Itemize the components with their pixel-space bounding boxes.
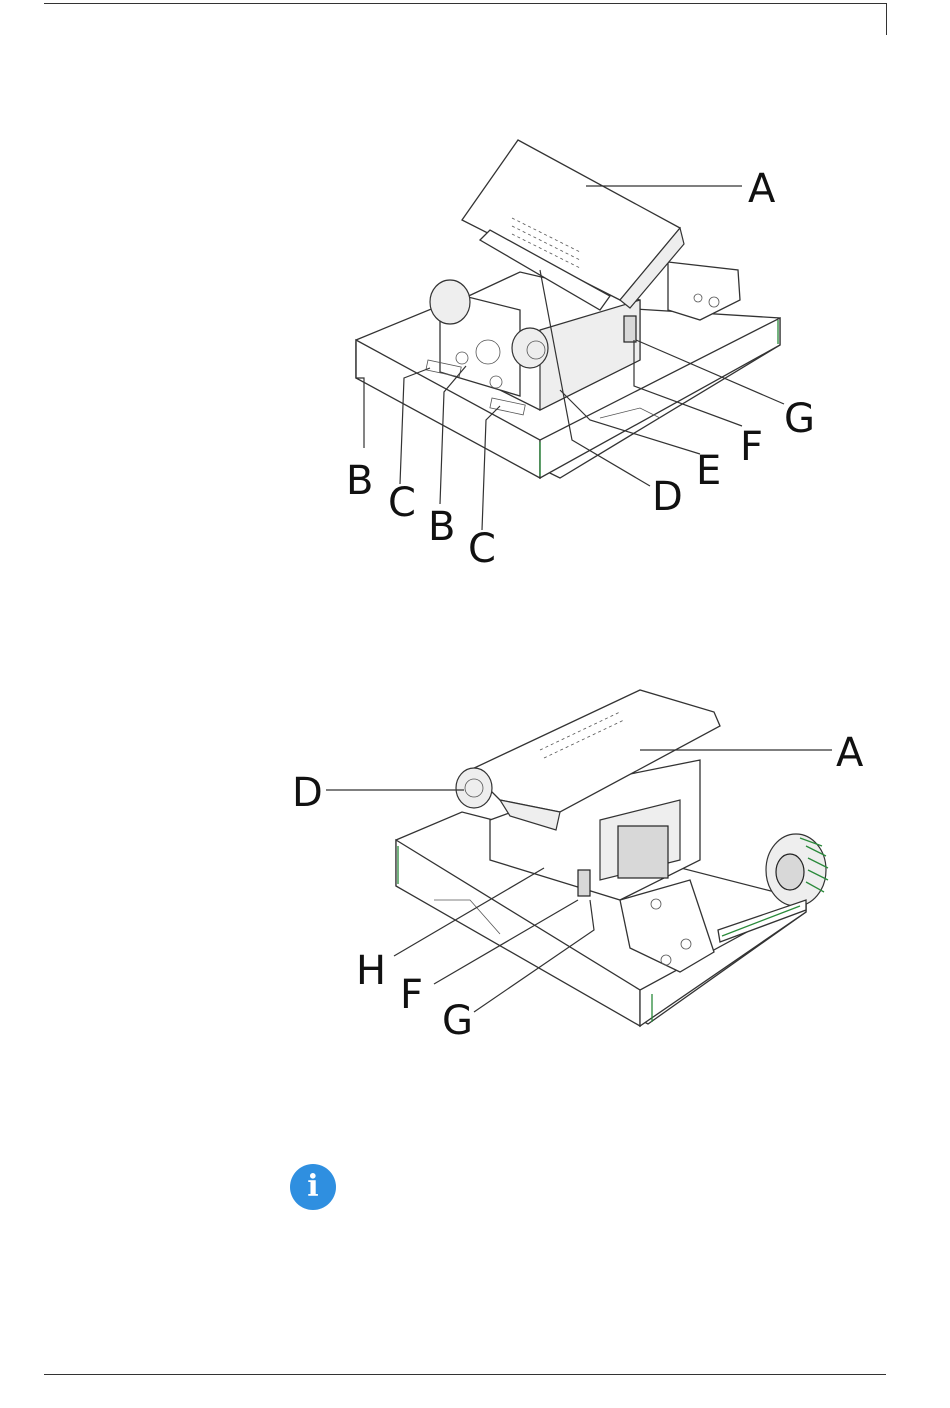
callout-c: C bbox=[388, 480, 416, 526]
knob-right bbox=[512, 328, 548, 368]
figure-1-drawing: A B C B C D E F G bbox=[0, 120, 950, 580]
callout-a: A bbox=[836, 730, 864, 776]
callout-g: G bbox=[442, 998, 473, 1044]
spring bbox=[624, 316, 636, 342]
info-icon-glyph: i bbox=[290, 1164, 336, 1210]
callout-f: F bbox=[740, 424, 763, 470]
info-icon: i bbox=[290, 1164, 336, 1210]
knob-left bbox=[430, 280, 470, 324]
callout-c: C bbox=[468, 526, 496, 572]
ribbon-block bbox=[618, 826, 668, 878]
callout-e: E bbox=[696, 448, 721, 494]
callout-b: B bbox=[346, 458, 373, 504]
header-rule bbox=[44, 3, 886, 4]
right-bracket bbox=[668, 262, 740, 320]
callout-f: F bbox=[400, 972, 423, 1018]
spring bbox=[578, 870, 590, 896]
callout-g: G bbox=[784, 396, 815, 442]
knob bbox=[456, 768, 492, 808]
header-rule-tick bbox=[886, 3, 887, 35]
callout-b: B bbox=[428, 504, 455, 550]
footer-rule bbox=[44, 1374, 886, 1375]
callout-h: H bbox=[356, 948, 386, 994]
callout-d: D bbox=[292, 770, 323, 816]
figure-2-drawing: A D H F G bbox=[0, 680, 950, 1040]
callout-d: D bbox=[652, 474, 683, 520]
callout-a: A bbox=[748, 166, 776, 212]
